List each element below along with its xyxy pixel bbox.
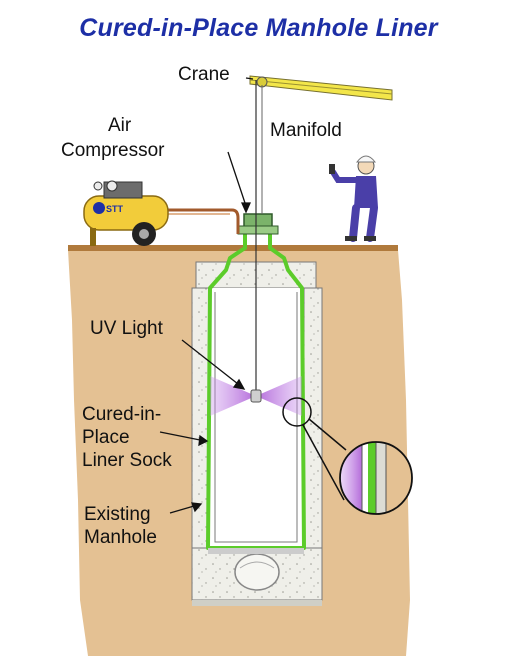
- air-hose: [168, 208, 240, 234]
- crane: [249, 75, 393, 395]
- worker: [329, 155, 378, 242]
- uv-light-label: UV Light: [90, 318, 163, 339]
- air-compressor-label-line1: Air: [108, 115, 132, 136]
- crane-label: Crane: [178, 64, 230, 85]
- liner-sock-inner: [214, 292, 298, 543]
- manhole-label-line1: Existing: [84, 504, 151, 525]
- liner-label-line2: Place: [82, 427, 130, 448]
- liner-label-line1: Cured-in-: [82, 404, 162, 425]
- manifold: [237, 213, 279, 235]
- manhole-bottom-slab: [208, 548, 304, 554]
- air-compressor-label-line2: Compressor: [61, 140, 165, 161]
- outlet-pipe: [234, 553, 280, 591]
- leader-arrows: [159, 77, 254, 514]
- uv-light: [210, 376, 302, 416]
- existing-manhole-structure: [191, 261, 323, 606]
- ground-surface: [68, 245, 398, 251]
- liner-detail-magnifier: [282, 397, 413, 515]
- diagram-title: Cured-in-Place Manhole Liner: [79, 14, 438, 42]
- liner-label-line3: Liner Sock: [82, 450, 172, 471]
- compressor-logo: STT: [106, 204, 124, 214]
- air-compressor: STT: [83, 180, 169, 246]
- manifold-label: Manifold: [270, 120, 342, 141]
- manhole-label-line2: Manhole: [84, 527, 157, 548]
